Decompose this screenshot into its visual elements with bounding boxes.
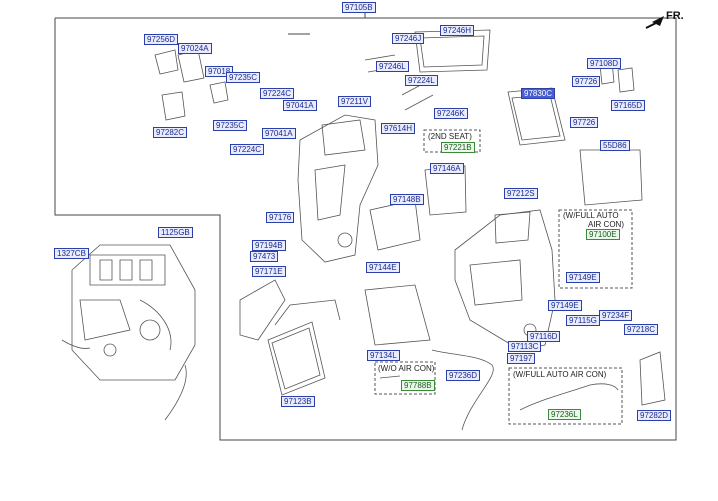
hose-drawing (379, 349, 666, 431)
part-label-97788B[interactable]: 97788B (401, 380, 435, 391)
part-label-97211V[interactable]: 97211V (338, 96, 371, 107)
part-label-97726-a[interactable]: 97726 (572, 76, 601, 87)
part-label-97018[interactable]: 97018 (205, 66, 234, 77)
part-label-97830C[interactable]: 97830C (521, 88, 556, 99)
part-label-97146A[interactable]: 97146A (430, 163, 464, 174)
part-label-97100E[interactable]: 97100E (586, 229, 620, 240)
part-label-97282D[interactable]: 97282D (637, 410, 672, 421)
part-label-97212S[interactable]: 97212S (504, 188, 538, 199)
part-label-97224L[interactable]: 97224L (405, 75, 438, 86)
full-auto-note-1a: (W/FULL AUTO (563, 211, 619, 220)
part-label-97246L[interactable]: 97246L (376, 61, 409, 72)
part-label-97116D[interactable]: 97116D (527, 331, 561, 342)
option-boxes (374, 129, 633, 425)
part-label-97224C-b[interactable]: 97224C (230, 144, 265, 155)
heater-core-drawing (239, 279, 431, 396)
part-label-97134L[interactable]: 97134L (367, 350, 400, 361)
front-direction-label: FR. (666, 10, 684, 22)
main-part-label[interactable]: 97105B (342, 2, 376, 13)
part-label-55D86[interactable]: 55D86 (600, 140, 630, 151)
part-label-97473[interactable]: 97473 (250, 251, 279, 262)
part-label-97614H[interactable]: 97614H (381, 123, 416, 134)
part-label-97235C-b[interactable]: 97235C (213, 120, 248, 131)
part-label-97234F[interactable]: 97234F (599, 310, 633, 321)
part-label-97194B[interactable]: 97194B (252, 240, 286, 251)
part-label-97144E[interactable]: 97144E (366, 262, 400, 273)
part-label-97024A[interactable]: 97024A (178, 43, 212, 54)
case-left-drawing (297, 114, 379, 263)
part-label-97123B[interactable]: 97123B (281, 396, 315, 407)
without-air-con-note: (W/O AIR CON) (378, 364, 435, 373)
part-label-97221B[interactable]: 97221B (441, 142, 475, 153)
full-auto-note-2: (W/FULL AUTO AIR CON) (513, 370, 607, 379)
part-label-97246H[interactable]: 97246H (440, 25, 475, 36)
part-label-97041A-a[interactable]: 97041A (283, 100, 317, 111)
part-label-1327CB[interactable]: 1327CB (54, 248, 89, 259)
door-parts-drawing (154, 49, 643, 251)
full-auto-note-1b: AIR CON) (588, 220, 624, 229)
part-label-1125GB[interactable]: 1125GB (158, 227, 193, 238)
frame-lines (54, 12, 677, 441)
part-label-97236D[interactable]: 97236D (446, 370, 481, 381)
part-label-97218C[interactable]: 97218C (624, 324, 659, 335)
case-right-drawing (454, 209, 556, 351)
part-label-97246K[interactable]: 97246K (434, 108, 468, 119)
part-label-97235C-a[interactable]: 97235C (226, 72, 261, 83)
part-label-97197[interactable]: 97197 (507, 353, 536, 364)
part-label-97165D[interactable]: 97165D (611, 100, 646, 111)
part-label-97256D[interactable]: 97256D (144, 34, 179, 45)
part-label-97108D[interactable]: 97108D (587, 58, 622, 69)
part-label-97246J[interactable]: 97246J (392, 33, 425, 44)
part-label-97041A-b[interactable]: 97041A (262, 128, 296, 139)
fr-arrow-icon (645, 16, 664, 29)
part-label-97176[interactable]: 97176 (266, 212, 295, 223)
part-label-97726-b[interactable]: 97726 (570, 117, 599, 128)
part-label-97282C[interactable]: 97282C (153, 127, 188, 138)
part-label-97224C-a[interactable]: 97224C (260, 88, 295, 99)
part-label-97236L[interactable]: 97236L (548, 409, 581, 420)
part-label-97149E-b[interactable]: 97149E (548, 300, 582, 311)
part-label-97171E[interactable]: 97171E (252, 266, 286, 277)
part-label-97148B[interactable]: 97148B (390, 194, 424, 205)
part-label-97149E-a[interactable]: 97149E (566, 272, 600, 283)
second-seat-note: (2ND SEAT) (428, 132, 472, 141)
part-label-97115G[interactable]: 97115G (566, 315, 600, 326)
part-label-97113C[interactable]: 97113C (508, 341, 542, 352)
assembled-unit-drawing (61, 244, 196, 421)
